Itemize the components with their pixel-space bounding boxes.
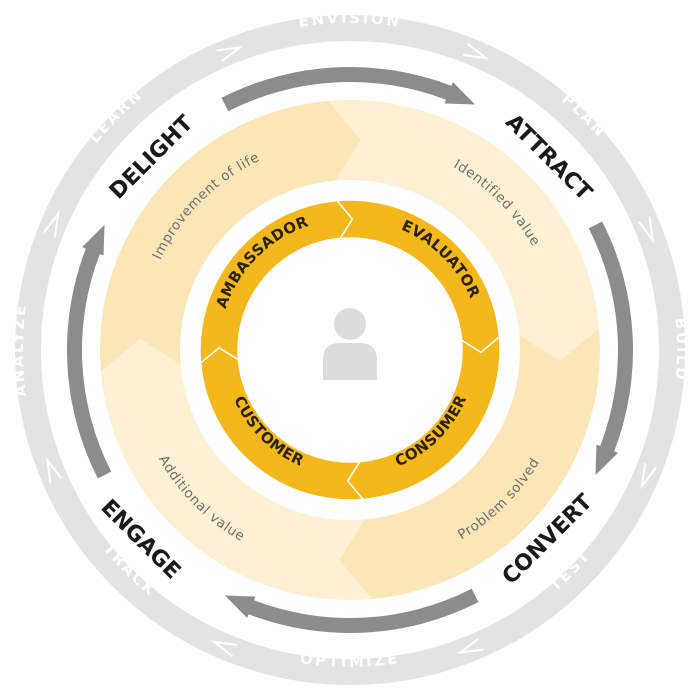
- outer-band: [15, 15, 685, 685]
- outer-word-envision: ENVISION: [297, 9, 402, 31]
- role-segment-evaluator: [335, 199, 501, 354]
- outer-word-build: BUILD: [672, 317, 692, 383]
- outer-arrow-marker: [456, 637, 484, 655]
- outer-arrow-marker: [45, 456, 63, 484]
- value-segment-additional-value: [100, 339, 372, 601]
- outer-arrow-marker: [463, 42, 490, 60]
- stage-arrow: [221, 67, 476, 112]
- outer-word-analyze-path: ANALYZE: [9, 302, 28, 398]
- outer-arrow-marker: [637, 216, 655, 244]
- outer-word-optimize: OPTIMIZE: [299, 649, 401, 671]
- stage-arrow: [224, 588, 479, 633]
- outer-arrow-marker: [42, 210, 60, 237]
- stage-arrow: [67, 224, 112, 479]
- role-segment-ambassador: [199, 199, 354, 365]
- outer-arrow-marker: [210, 640, 237, 658]
- center-hub: [270, 270, 430, 430]
- outer-word-build-path: BUILD: [672, 317, 689, 383]
- stage-arrow: [588, 221, 633, 476]
- person-body: [323, 343, 377, 380]
- outer-word-envision-path: ENVISION: [297, 9, 400, 31]
- value-segment-problem-solved: [339, 328, 601, 600]
- outer-arrow-marker: [216, 45, 244, 63]
- person-head: [334, 308, 366, 340]
- person-icon: [323, 308, 377, 380]
- outer-word-optimize-path: OPTIMIZE: [299, 649, 398, 671]
- outer-word-analyze: ANALYZE: [9, 302, 30, 398]
- value-segment-identified-value: [328, 99, 600, 361]
- value-segment-improvement-of-life: [99, 100, 361, 372]
- role-segment-consumer: [346, 335, 501, 501]
- outer-arrow-marker: [640, 463, 658, 490]
- role-segment-customer: [199, 346, 365, 501]
